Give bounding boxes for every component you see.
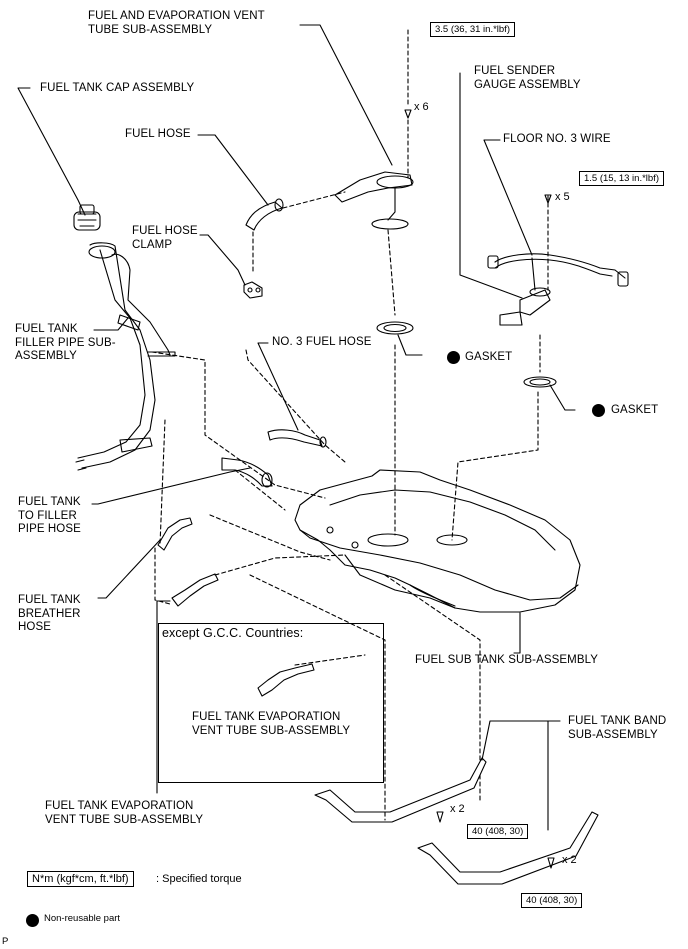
corner-mark: P [2, 936, 9, 947]
label-fuel-tank-evap-vent-tube: FUEL TANK EVAPORATION VENT TUBE SUB-ASSE… [45, 800, 204, 826]
label-fuel-hose: FUEL HOSE [125, 128, 191, 140]
inset-title: except G.C.C. Countries: [162, 626, 304, 640]
label-gasket-2: GASKET [611, 404, 659, 416]
qty-x2-b: x 2 [562, 854, 577, 866]
torque-band-2: 40 (408, 30) [521, 893, 583, 908]
floor-no3-wire-part [487, 253, 629, 291]
torque-band-1: 40 (408, 30) [467, 824, 529, 839]
screw-sender [544, 194, 552, 204]
inset-evap-tube-label: FUEL TANK EVAPORATION VENT TUBE SUB-ASSE… [192, 711, 351, 737]
alignment-lines [151, 29, 549, 821]
fuel-hose-part [245, 198, 284, 231]
inset-evap-tube-part [257, 663, 315, 697]
fuel-evap-vent-tube-part [334, 171, 414, 230]
legend-torque-text: : Specified torque [156, 873, 242, 885]
fuel-hose-clamp-part [243, 281, 263, 299]
non-reusable-marker-gasket-1 [447, 351, 460, 364]
legend-non-reusable-text: Non-reusable part [44, 913, 121, 924]
label-gasket-1: GASKET [465, 351, 513, 363]
filler-pipe-hose-part [221, 457, 273, 488]
evap-vent-tube-part [171, 573, 219, 607]
label-fuel-sender-gauge: FUEL SENDER GAUGE ASSEMBLY [474, 65, 581, 91]
label-no3-fuel-hose: NO. 3 FUEL HOSE [272, 336, 372, 348]
label-fuel-tank-filler-pipe: FUEL TANK FILLER PIPE SUB- ASSEMBLY [15, 323, 116, 362]
inset-box [158, 623, 384, 783]
no3-fuel-hose-part [267, 429, 327, 448]
qty-x6: x 6 [414, 101, 429, 113]
gasket-2-part [523, 376, 557, 388]
torque-sender: 1.5 (15, 13 in.*lbf) [579, 171, 664, 186]
qty-x5: x 5 [555, 191, 570, 203]
torque-top: 3.5 (36, 31 in.*lbf) [430, 22, 515, 37]
screw-top [404, 109, 412, 119]
breather-hose-part [157, 517, 193, 551]
leader-lines [17, 24, 576, 831]
qty-x2-a: x 2 [450, 803, 465, 815]
band-bolt-1 [436, 811, 444, 823]
label-fuel-tank-band: FUEL TANK BAND SUB-ASSEMBLY [568, 715, 667, 741]
fuel-tank-band-2 [417, 811, 599, 885]
gasket-1-part [376, 321, 414, 335]
label-fuel-tank-breather-hose: FUEL TANK BREATHER HOSE [18, 594, 81, 633]
legend-torque-box: N*m (kgf*cm, ft.*lbf) [27, 871, 134, 887]
filler-pipe [75, 242, 176, 471]
label-fuel-sub-tank: FUEL SUB TANK SUB-ASSEMBLY [415, 654, 599, 666]
band-bolt-2 [547, 857, 555, 869]
non-reusable-marker-gasket-2 [592, 404, 605, 417]
fuel-tank-cap [73, 204, 101, 231]
fuel-sender-gauge-part [499, 287, 551, 326]
legend-non-reusable-marker [26, 914, 39, 927]
label-fuel-tank-cap: FUEL TANK CAP ASSEMBLY [40, 82, 195, 94]
label-fuel-hose-clamp: FUEL HOSE CLAMP [132, 225, 198, 251]
label-fuel-evap-vent-tube: FUEL AND EVAPORATION VENT TUBE SUB-ASSEM… [88, 10, 265, 36]
fuel-tank-band-1 [314, 757, 487, 823]
label-fuel-tank-to-filler-pipe-hose: FUEL TANK TO FILLER PIPE HOSE [18, 496, 81, 535]
fuel-sub-tank-part [294, 469, 581, 613]
label-floor-no3-wire: FLOOR NO. 3 WIRE [503, 133, 611, 145]
